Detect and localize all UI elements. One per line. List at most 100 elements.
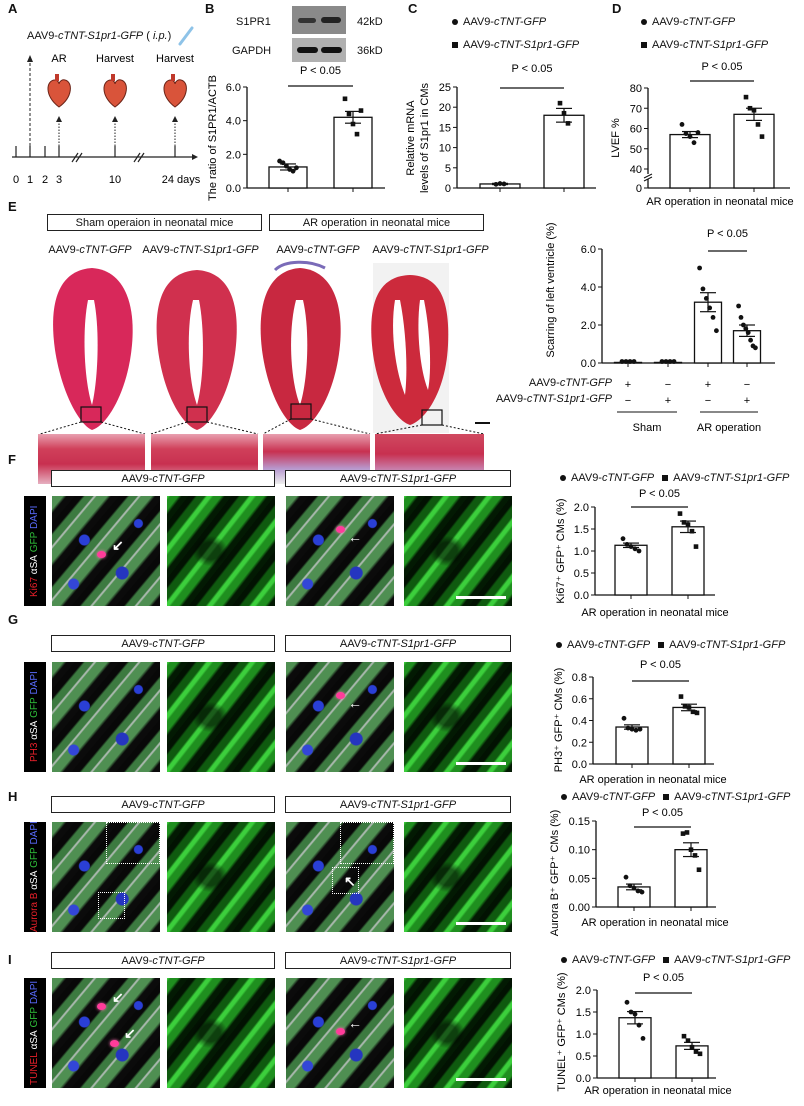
condition-sign: − [705, 395, 711, 407]
data-point-square [358, 108, 364, 113]
positive-nucleus [97, 551, 106, 558]
p-value-label: P < 0.05 [300, 65, 341, 77]
y-tick-label: 50 [630, 144, 642, 156]
zoom-inset [340, 822, 394, 864]
x-axis-label: AR operation in neonatal mice [581, 917, 728, 929]
arrow-icon: ← [348, 1015, 362, 1031]
gfp-image [404, 978, 512, 1088]
data-point-circle [679, 122, 685, 127]
x-axis-label: AR operation in neonatal mice [579, 774, 726, 786]
y-axis-label: Aurora B⁺ GFP⁺ CMs (%) [549, 810, 561, 937]
circle-marker-icon [561, 794, 567, 801]
legend-d-s1pr1: AAV9-cTNT-S1pr1-GFP [641, 39, 768, 51]
gfp-image [167, 496, 275, 606]
data-point-square [565, 121, 571, 126]
data-point-square [677, 511, 683, 516]
data-point-circle [633, 727, 639, 733]
panel-label-c: C [408, 1, 418, 16]
group-header-s1pr1: AAV9-cTNT-S1pr1-GFP [285, 635, 511, 652]
gfp-image [404, 662, 512, 772]
y-tick-label: 60 [630, 124, 642, 136]
data-point-circle [697, 265, 702, 271]
scale-bar [456, 762, 506, 765]
data-point-circle [501, 181, 507, 187]
y-axis-label: Ki67⁺ GFP⁺ CMs (%) [555, 498, 567, 603]
merged-image: ↖ [286, 822, 394, 932]
y-tick-label: 0.05 [569, 873, 590, 885]
condition-row-gfp: AAV9-cTNT-GFP [528, 377, 612, 389]
y-tick-label: 0.5 [574, 568, 589, 580]
data-point-square [689, 1044, 695, 1050]
heart-icon [163, 74, 187, 108]
data-point-circle [620, 536, 626, 542]
data-point-circle [738, 315, 744, 320]
data-point-square [678, 694, 684, 699]
y-tick-label: 0.5 [576, 1051, 591, 1063]
arrowhead-icon [192, 154, 198, 160]
group-header-gfp: AAV9-cTNT-GFP [51, 470, 275, 487]
y-tick-label: 5 [445, 163, 451, 175]
data-point-square [697, 1051, 703, 1057]
bar [671, 526, 705, 596]
p-value-label: P < 0.05 [511, 63, 552, 75]
p-value-label: P < 0.05 [707, 228, 748, 240]
ar-header: AR operation in neonatal mice [269, 214, 484, 231]
zoom-inset [106, 822, 160, 864]
col-label: AAV9-cTNT-GFP [276, 244, 360, 256]
data-point-square [688, 847, 694, 852]
syringe-icon [178, 26, 194, 46]
circle-marker-icon [560, 475, 566, 482]
event-label: Harvest [156, 53, 194, 65]
data-point-circle [627, 883, 633, 889]
merged-image [52, 822, 160, 932]
data-point-circle [743, 326, 749, 332]
y-tick-label: 1.5 [576, 1007, 591, 1019]
data-point-circle [623, 874, 629, 880]
stain-legend: Ki67 αSA GFP DAPI [24, 496, 46, 606]
y-tick-label: 1.0 [574, 546, 589, 558]
panel-label-e: E [8, 199, 17, 214]
heart-icon [47, 74, 71, 108]
p-value-label: P < 0.05 [640, 659, 681, 671]
bar [615, 726, 649, 765]
day-label: 3 [56, 174, 62, 186]
merged-image: ← [286, 662, 394, 772]
data-point-circle [691, 140, 697, 146]
y-tick-label: 0 [636, 183, 642, 195]
event-label: AR [51, 53, 66, 65]
y-tick-label: 0.0 [581, 358, 596, 370]
y-axis-label: levels of S1pr1 in CMs [419, 82, 431, 193]
data-point-circle [635, 888, 641, 894]
data-point-square [693, 1049, 699, 1054]
legend-c-gfp: AAV9-cTNT-GFP [452, 16, 546, 28]
data-point-square [692, 853, 698, 858]
data-point-circle [621, 715, 627, 721]
p-value-label: P < 0.05 [639, 488, 680, 500]
data-point-circle [624, 542, 630, 547]
y-axis-label: LVEF % [610, 118, 622, 158]
data-point-circle [632, 1011, 638, 1017]
data-point-circle [631, 885, 637, 891]
y-tick-label: 0.8 [572, 672, 587, 684]
blot-label-gapdh: GAPDH [232, 45, 272, 57]
circle-marker-icon [561, 957, 567, 964]
data-point-circle [493, 181, 499, 187]
data-point-square [681, 520, 687, 525]
y-tick-label: 6.0 [226, 82, 241, 94]
y-tick-label: 1.5 [574, 524, 589, 536]
data-point-square [561, 110, 567, 116]
y-axis-label: Scarring of left ventricle (%) [545, 222, 557, 357]
day-label: 24 days [162, 174, 201, 186]
panel-label-d: D [612, 1, 622, 16]
data-point-circle [497, 181, 503, 186]
circle-marker-icon [556, 642, 562, 649]
merged-image [52, 662, 160, 772]
y-tick-label: 0.4 [572, 716, 587, 728]
data-point-square [755, 122, 761, 127]
day-label: 10 [109, 174, 121, 186]
